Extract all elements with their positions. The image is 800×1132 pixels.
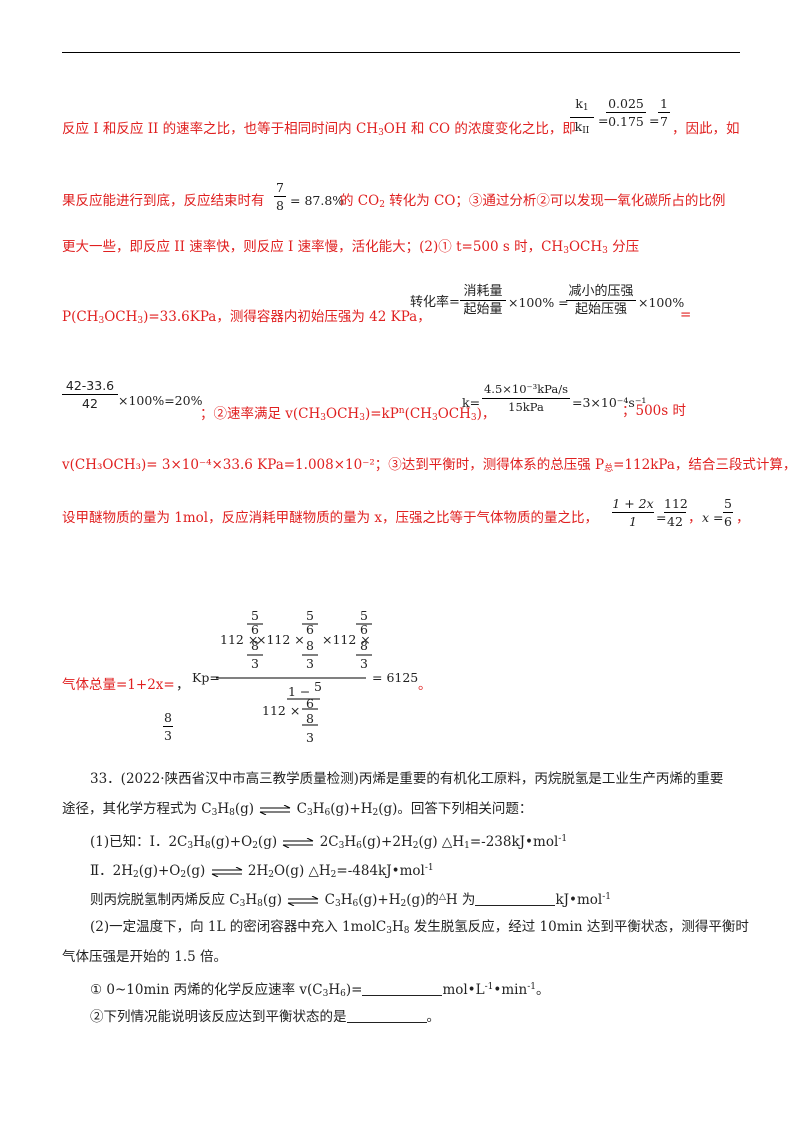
kp-n1-6: 6 <box>251 622 259 637</box>
kp-n2-5: 5 <box>306 608 314 623</box>
gas-total: 气体总量=1+2x= <box>62 677 175 693</box>
answer-blank[interactable] <box>362 983 443 996</box>
header-rule <box>62 52 740 53</box>
answer-line-3: 更大一些，即反应 II 速率快，则反应 I 速率慢，活化能大；(2)① t=50… <box>62 239 640 256</box>
kp-n2-8: 8 <box>306 638 314 653</box>
percent-878: = 87.8% <box>290 193 345 208</box>
kp-n1-3: 3 <box>251 656 259 671</box>
kp-den-112: 112 × <box>262 703 301 718</box>
q33-line-6: (2)一定温度下，向 1L 的密闭容器中充入 1molC3H8 发生脱氢反应，经… <box>90 919 749 936</box>
equals-sign: = <box>649 113 660 128</box>
conversion-x100: ×100% = <box>508 295 569 310</box>
fraction-consumed-initial: 消耗量起始量 <box>460 284 506 317</box>
answer-blank[interactable] <box>475 893 556 906</box>
q33-line-1: 33．(2022·陕西省汉中市高三教学质量检测)丙烯是重要的有机化工原料，丙烷脱… <box>90 771 724 787</box>
answer-line-2: 果反应能进行到底，反应结束时有 <box>62 193 265 209</box>
kp-n3-6: 6 <box>360 622 368 637</box>
kp-n3-3: 3 <box>360 656 368 671</box>
conversion-equals: = <box>680 307 692 323</box>
q33-line-3: (1)已知：Ⅰ．2C3H8(g)+O2(g) 2C3H6(g)+2H2(g) △… <box>90 834 568 851</box>
q33-line-2: 途径，其化学方程式为 C3H8(g) C3H6(g)+H2(g)。回答下列相关问… <box>62 801 533 818</box>
equilibrium-arrow-icon <box>260 804 291 815</box>
answer-line-7: 设甲醚物质的量为 1mol，反应消耗甲醚物质的量为 x，压强之比等于气体物质的量… <box>62 510 599 526</box>
kp-times-2: ×112 × <box>322 632 371 647</box>
kp-n1-5: 5 <box>251 608 259 623</box>
kp-n3-8: 8 <box>360 638 368 653</box>
equals-sign: = <box>656 510 667 525</box>
kp-n3-5: 5 <box>360 608 368 623</box>
conversion-x100b: ×100% <box>638 295 685 310</box>
kp-fraction-bars <box>216 623 372 726</box>
conversion-label: 转化率= <box>410 295 460 310</box>
kp-n2-6: 6 <box>306 622 314 637</box>
comma-end: ， <box>736 510 750 526</box>
kp-num-112: 112 × <box>220 632 259 647</box>
k-result: =3×10⁻⁴s⁻¹ <box>572 395 647 410</box>
equilibrium-arrow-icon <box>211 866 242 877</box>
k-label: k= <box>462 395 481 410</box>
kp-period: 。 <box>418 677 432 693</box>
kp-d-8: 8 <box>306 711 314 726</box>
kp-result: = 6125 <box>372 670 419 685</box>
answer-line-1-tail: ，因此，如 <box>672 121 740 137</box>
fraction-pressure-drop: 减小的压强起始压强 <box>566 284 636 317</box>
kp-d-3: 3 <box>306 730 314 745</box>
kp-den-1minus: 1 − <box>288 684 311 699</box>
answer-line-1: 反应 I 和反应 II 的速率之比，也等于相同时间内 CH3OH 和 CO 的浓… <box>62 121 576 138</box>
answer-line-5-tail: ；500s 时 <box>622 403 686 419</box>
answer-line-6: v(CH₃OCH₃)= 3×10⁻⁴×33.6 KPa=1.008×10⁻²；③… <box>62 457 797 474</box>
q33-line-4: Ⅱ．2H2(g)+O2(g) 2H2O(g) △H2=-484kJ•mol-1 <box>90 863 434 880</box>
percent-20: ×100%=20% <box>118 393 203 408</box>
equilibrium-arrow-icon <box>288 895 319 906</box>
q33-line-7: 气体压强是开始的 1.5 倍。 <box>62 949 228 965</box>
answer-line-4: P(CH3OCH3)=33.6KPa，测得容器内初始压强为 42 KPa， <box>62 309 431 326</box>
answer-line-2-tail: 的 CO2 转化为 CO；③通过分析②可以发现一氧化碳所占的比例 <box>340 193 726 210</box>
answer-blank[interactable] <box>346 1010 427 1023</box>
kp-label: Kp= <box>192 670 220 685</box>
q33-line-8: ① 0~10min 丙烯的化学反应速率 v(C3H6)=mol•L-1•min-… <box>90 982 550 999</box>
gas-comma: ， <box>176 677 190 693</box>
comma: ， <box>688 510 702 526</box>
x-equals: x = <box>702 510 724 525</box>
kp-times-1: ×112 × <box>256 632 305 647</box>
kp-n2-3: 3 <box>306 656 314 671</box>
answer-line-5: ；②速率满足 v(CH3OCH3)=kPn(CH3OCH3)， <box>200 406 496 423</box>
fraction-k-ratio: k1 kII <box>570 96 594 139</box>
q33-line-9: ②下列情况能说明该反应达到平衡状态的是。 <box>90 1009 440 1025</box>
kp-d-5: 5 <box>314 679 322 694</box>
kp-n1-8: 8 <box>251 638 259 653</box>
kp-d-6: 6 <box>306 696 314 711</box>
equals-sign: = <box>598 113 609 128</box>
equilibrium-arrow-icon <box>283 837 314 848</box>
